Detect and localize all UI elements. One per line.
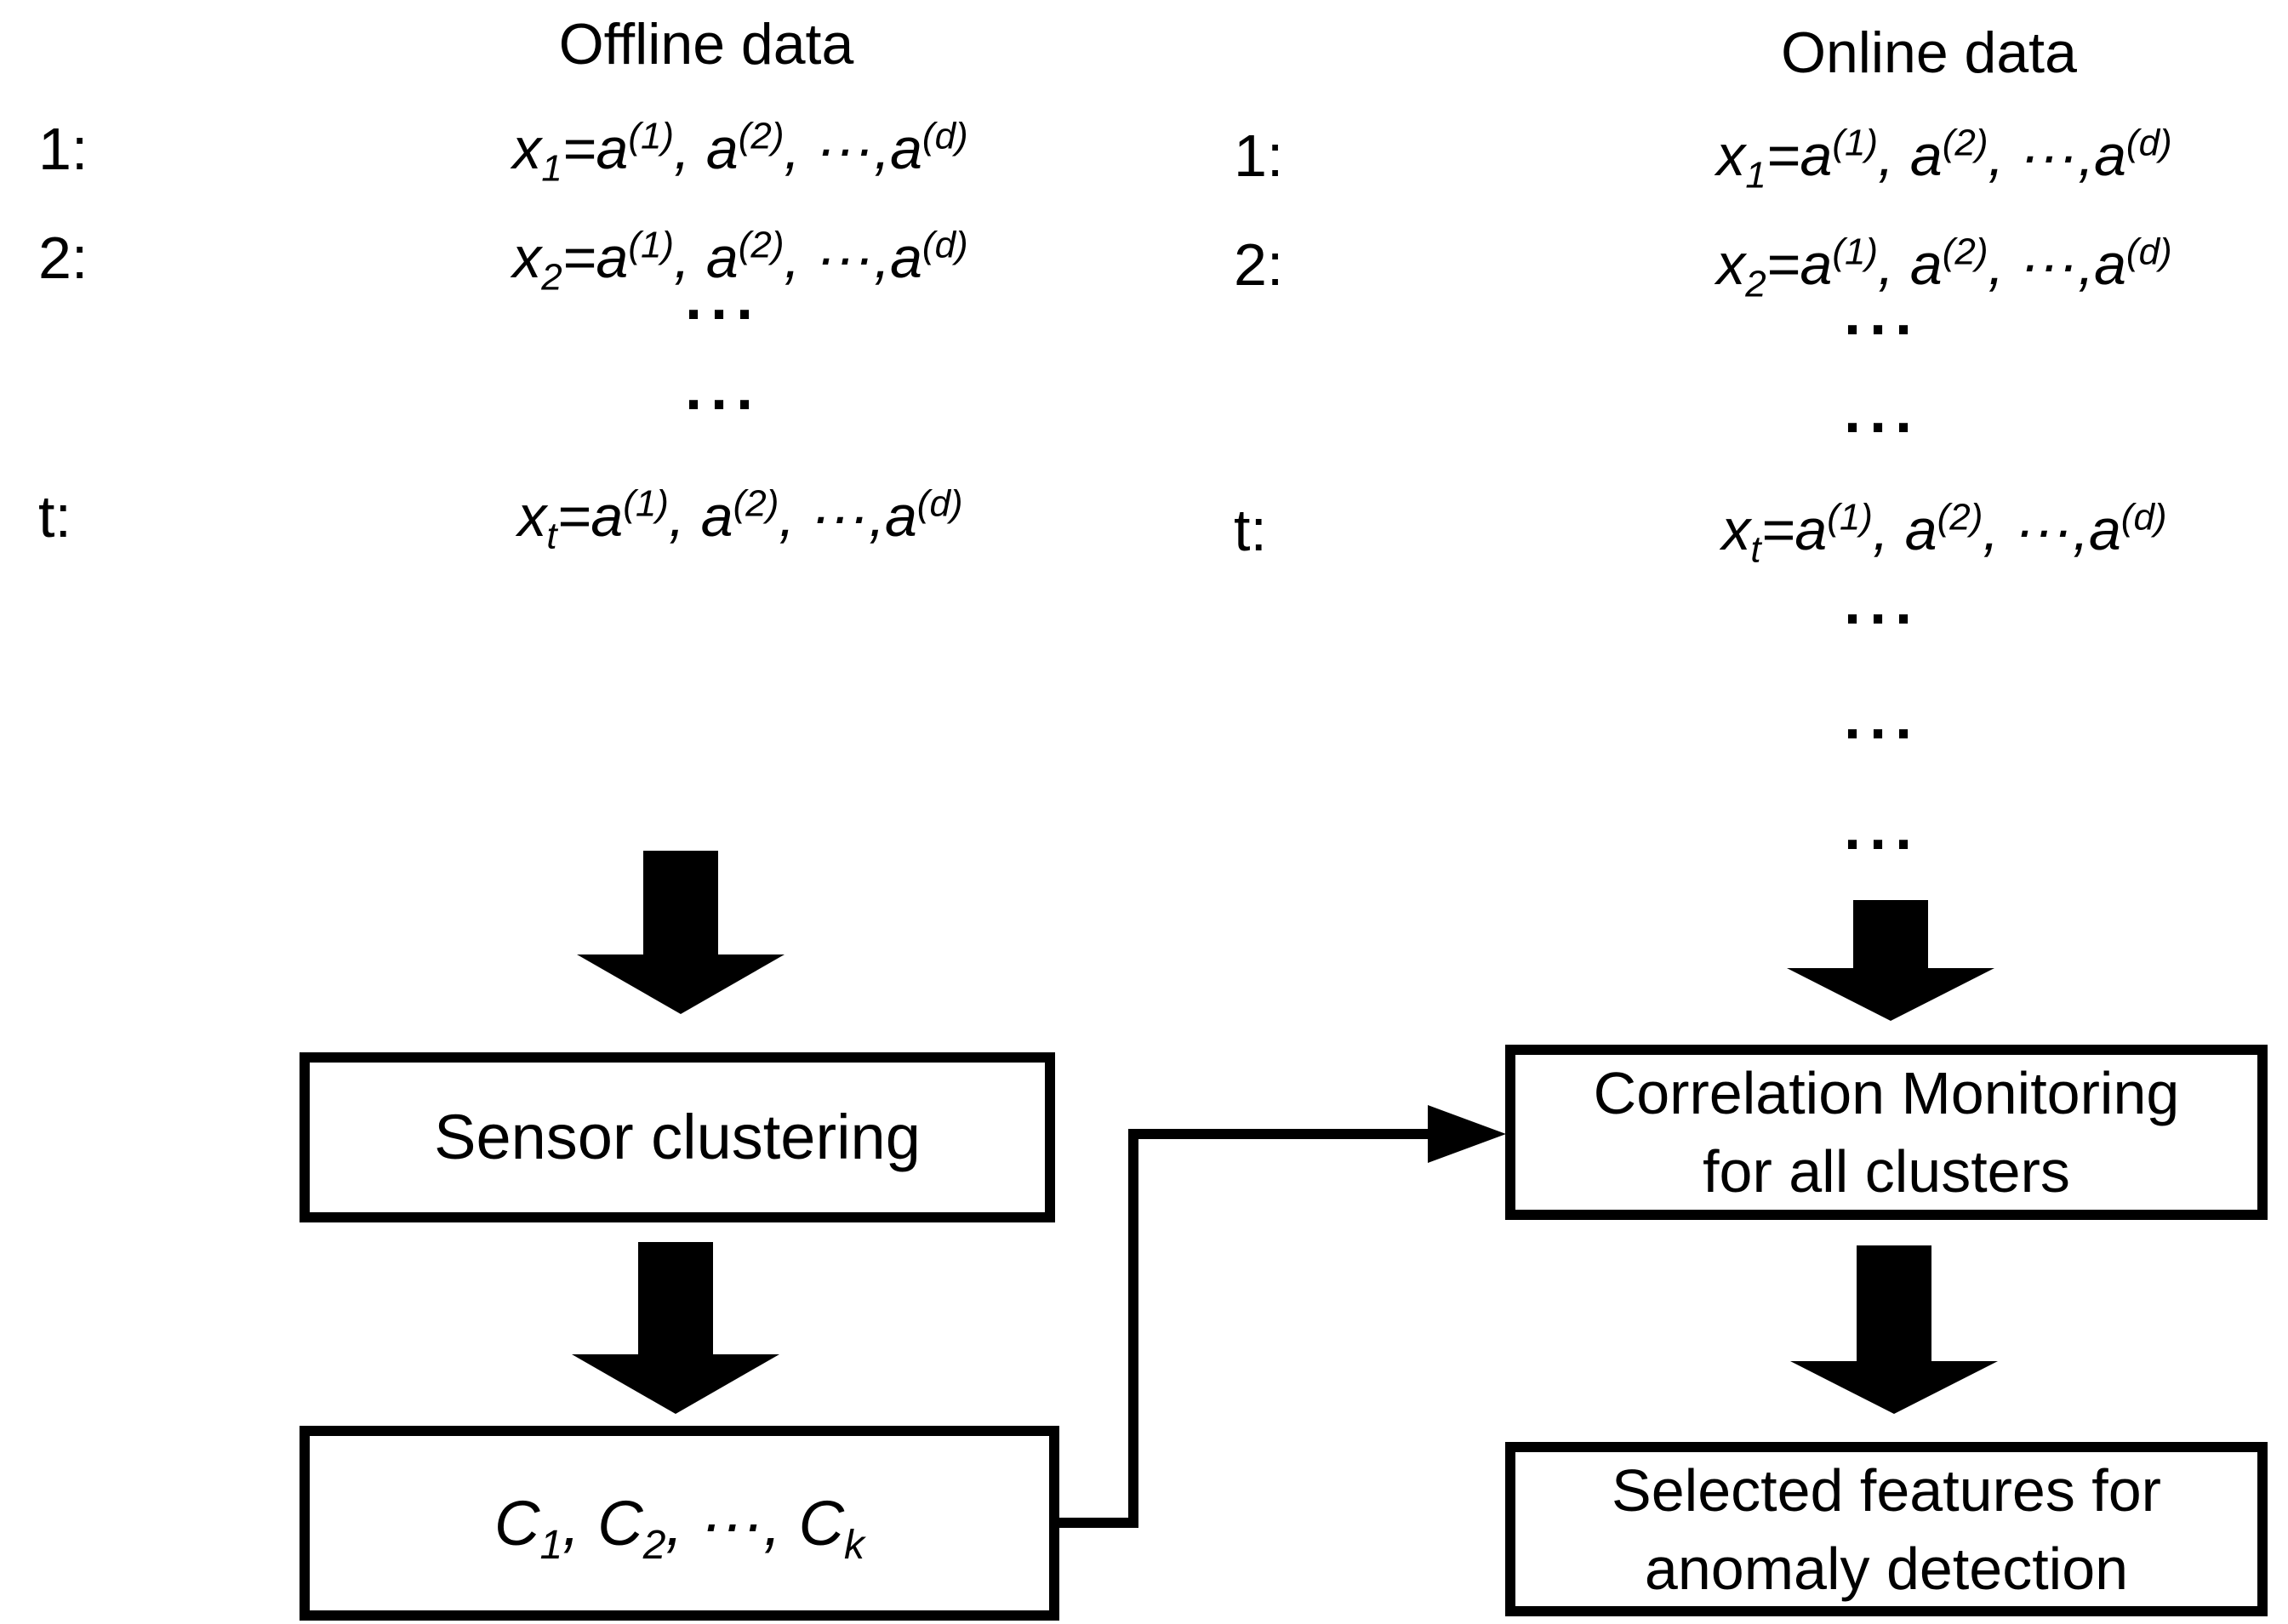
online-ellipsis-4: ··· xyxy=(1844,700,1920,768)
sensor-clustering-box: Sensor clustering xyxy=(300,1052,1055,1222)
offline-row-2-label: 2: xyxy=(38,225,88,291)
selected-features-box: Selected features for anomaly detection xyxy=(1505,1442,2268,1616)
offline-row-t-formula: xt=a(1), a(2), ···,a(d) xyxy=(517,482,963,557)
down-arrow-stem xyxy=(1853,900,1928,970)
online-row-2-label: 2: xyxy=(1234,231,1284,298)
connector-top-segment xyxy=(1128,1129,1428,1139)
down-arrow-head-icon xyxy=(1787,968,1994,1021)
offline-row-2-formula: x2=a(1), a(2), ···,a(d) xyxy=(512,224,968,299)
offline-data-title: Offline data xyxy=(558,12,854,77)
selected-features-line2: anomaly detection xyxy=(1644,1535,2129,1602)
connector-vertical-segment xyxy=(1128,1129,1138,1528)
offline-row-1-formula: x1=a(1), a(2), ···,a(d) xyxy=(512,115,968,190)
down-arrow-stem xyxy=(643,851,718,956)
online-row-t-label: t: xyxy=(1234,497,1267,563)
down-arrow-head-icon xyxy=(572,1354,779,1414)
correlation-monitoring-line2: for all clusters xyxy=(1703,1138,2070,1205)
right-arrow-head-icon xyxy=(1428,1105,1506,1163)
clusters-box: C1, C2, ···, Ck xyxy=(300,1426,1059,1621)
down-arrow-stem xyxy=(1857,1245,1931,1363)
clusters-label: C1, C2, ···, Ck xyxy=(494,1487,865,1568)
online-row-1-label: 1: xyxy=(1234,123,1284,189)
online-ellipsis-1: ··· xyxy=(1844,296,1920,364)
online-row-1-formula: x1=a(1), a(2), ···,a(d) xyxy=(1716,122,2172,197)
correlation-monitoring-line1: Correlation Monitoring xyxy=(1593,1060,2180,1126)
offline-row-1-label: 1: xyxy=(38,116,88,182)
offline-row-t-label: t: xyxy=(38,483,71,550)
down-arrow-head-icon xyxy=(1790,1361,1998,1414)
online-data-title: Online data xyxy=(1781,20,2077,85)
offline-ellipsis-1: ··· xyxy=(685,281,762,349)
sensor-clustering-label: Sensor clustering xyxy=(434,1102,921,1172)
down-arrow-head-icon xyxy=(577,954,785,1014)
online-row-t-formula: xt=a(1), a(2), ···,a(d) xyxy=(1721,496,2167,571)
offline-ellipsis-2: ··· xyxy=(685,371,762,439)
online-ellipsis-5: ··· xyxy=(1844,811,1920,879)
selected-features-line1: Selected features for xyxy=(1612,1456,2161,1524)
correlation-monitoring-box: Correlation Monitoring for all clusters xyxy=(1505,1045,2268,1220)
down-arrow-stem xyxy=(638,1242,713,1356)
online-ellipsis-2: ··· xyxy=(1844,394,1920,462)
connector-bottom-segment xyxy=(1058,1518,1138,1528)
online-ellipsis-3: ··· xyxy=(1844,585,1920,653)
online-row-2-formula: x2=a(1), a(2), ···,a(d) xyxy=(1716,231,2172,305)
